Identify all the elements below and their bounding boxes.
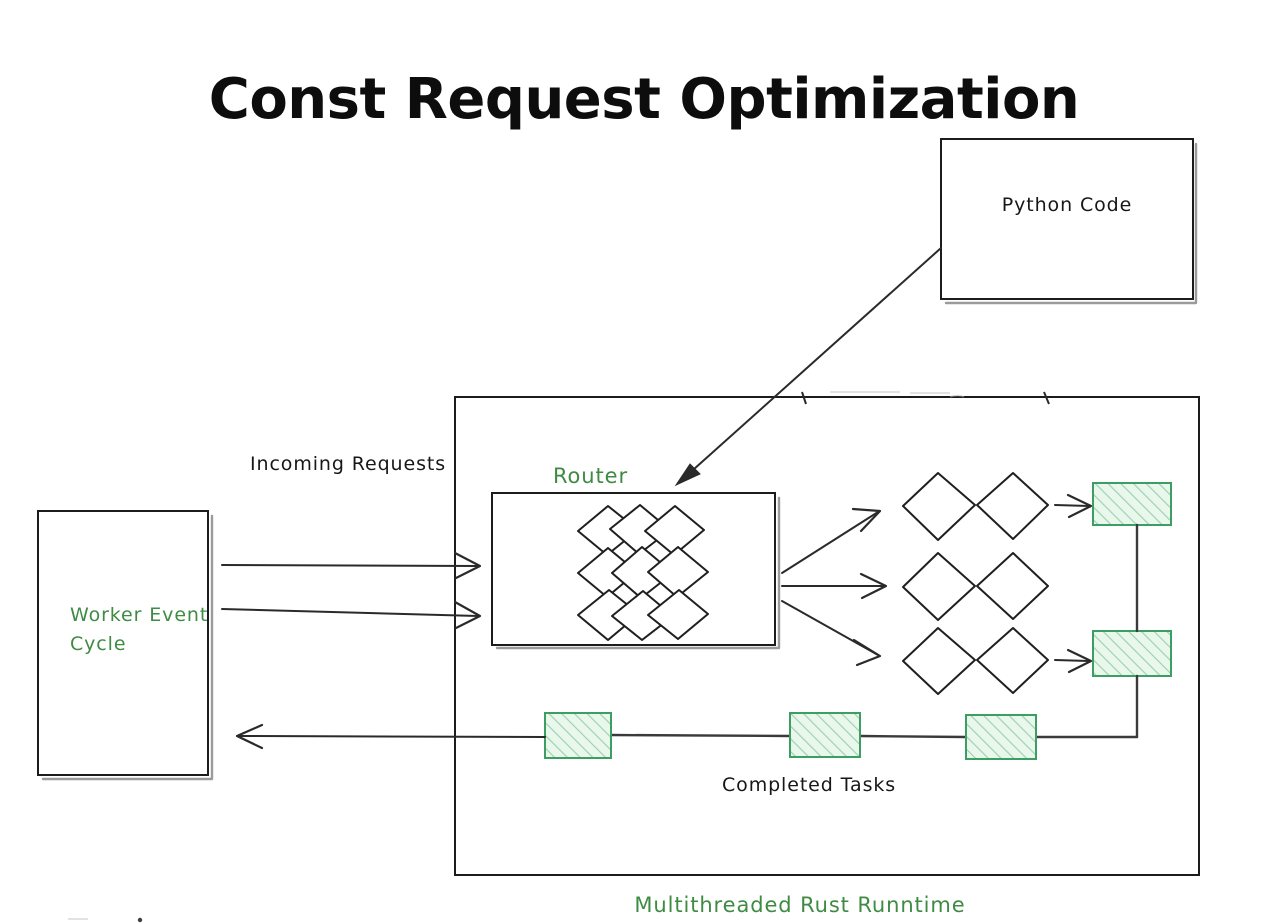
router-label: Router [553, 464, 628, 488]
python-code-label: Python Code [1002, 194, 1132, 216]
router-diamond-grid [577, 504, 709, 641]
worker-event-cycle-shadow [41, 514, 214, 781]
task-box-bottom-3[interactable] [965, 714, 1037, 760]
worker-pair-top [902, 472, 1049, 541]
clipped-bottom-left-text [68, 917, 143, 923]
flow-incoming-2 [221, 600, 482, 630]
flow-router-to-workers-top [781, 507, 882, 574]
task-box-lower-right[interactable] [1092, 630, 1172, 677]
worker-event-cycle-label-line2: Cycle [70, 633, 126, 655]
flow-router-to-workers-middle [781, 572, 888, 600]
runtime-container-node: Multithreaded Rust Runntime [454, 391, 1200, 917]
flow-incoming-1 [221, 551, 482, 580]
worker-pair-middle [902, 552, 1049, 621]
task-connector-rail [609, 523, 1139, 739]
router-node[interactable] [491, 492, 781, 650]
task-box-bottom-2[interactable] [789, 712, 861, 758]
flow-router-to-workers-bottom [781, 600, 882, 667]
runtime-container-box [454, 396, 1200, 876]
task-box-bottom-1[interactable] [544, 712, 612, 759]
python-code-node[interactable]: Python Code [940, 138, 1198, 305]
worker-event-cycle-node[interactable]: Worker Event Cycle [37, 510, 214, 781]
faded-top-label-remnant [801, 391, 1050, 405]
flow-workers-to-task-upper [1054, 493, 1093, 519]
worker-pair-bottom [902, 627, 1049, 695]
router-box-shadow [495, 496, 781, 650]
flow-workers-to-task-lower [1054, 648, 1093, 674]
page-title: Const Request Optimization [209, 67, 1080, 132]
completed-tasks-label: Completed Tasks [722, 774, 896, 796]
incoming-requests-label: Incoming Requests [250, 453, 446, 475]
runtime-container-label: Multithreaded Rust Runntime [634, 893, 965, 917]
worker-event-cycle-box [37, 510, 209, 776]
python-code-box [940, 138, 1194, 300]
task-box-upper-right[interactable] [1092, 482, 1172, 526]
flow-completed-return [235, 723, 546, 750]
flow-python-to-router [674, 247, 942, 487]
worker-event-cycle-label-line1: Worker Event [70, 604, 208, 626]
python-code-box-shadow [944, 142, 1198, 305]
